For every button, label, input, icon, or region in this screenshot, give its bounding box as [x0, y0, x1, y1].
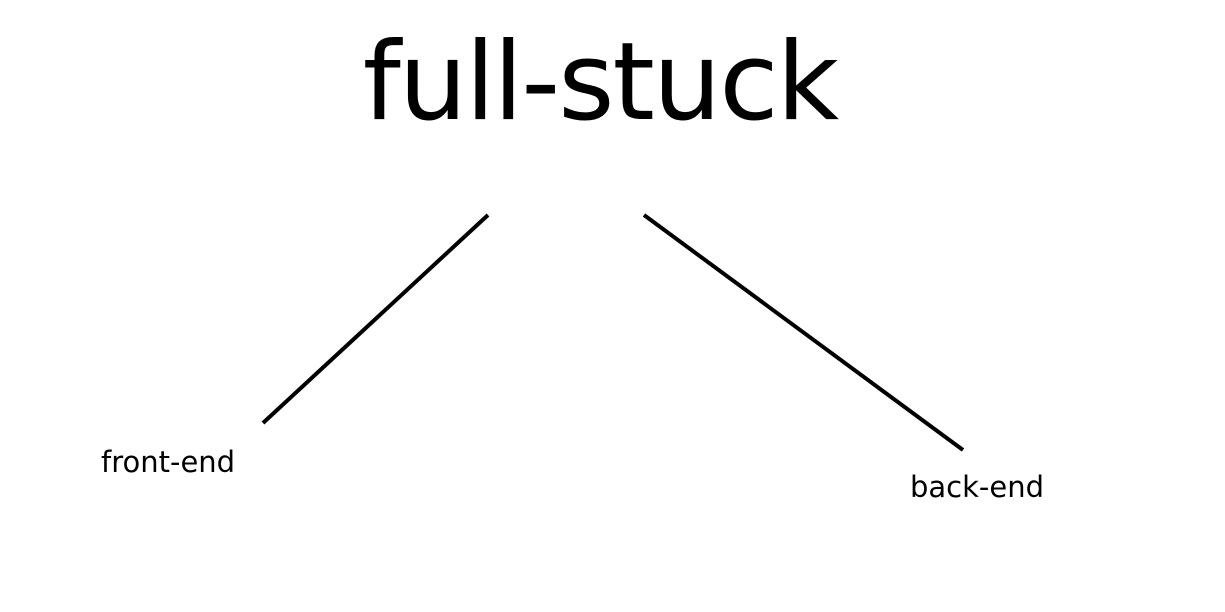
connector-right-line	[642, 213, 965, 452]
diagram-title: full-stuck	[362, 20, 839, 145]
branch-label-front-end: front-end	[101, 445, 236, 479]
connector-left-line	[261, 213, 490, 425]
branch-label-back-end: back-end	[910, 470, 1045, 504]
